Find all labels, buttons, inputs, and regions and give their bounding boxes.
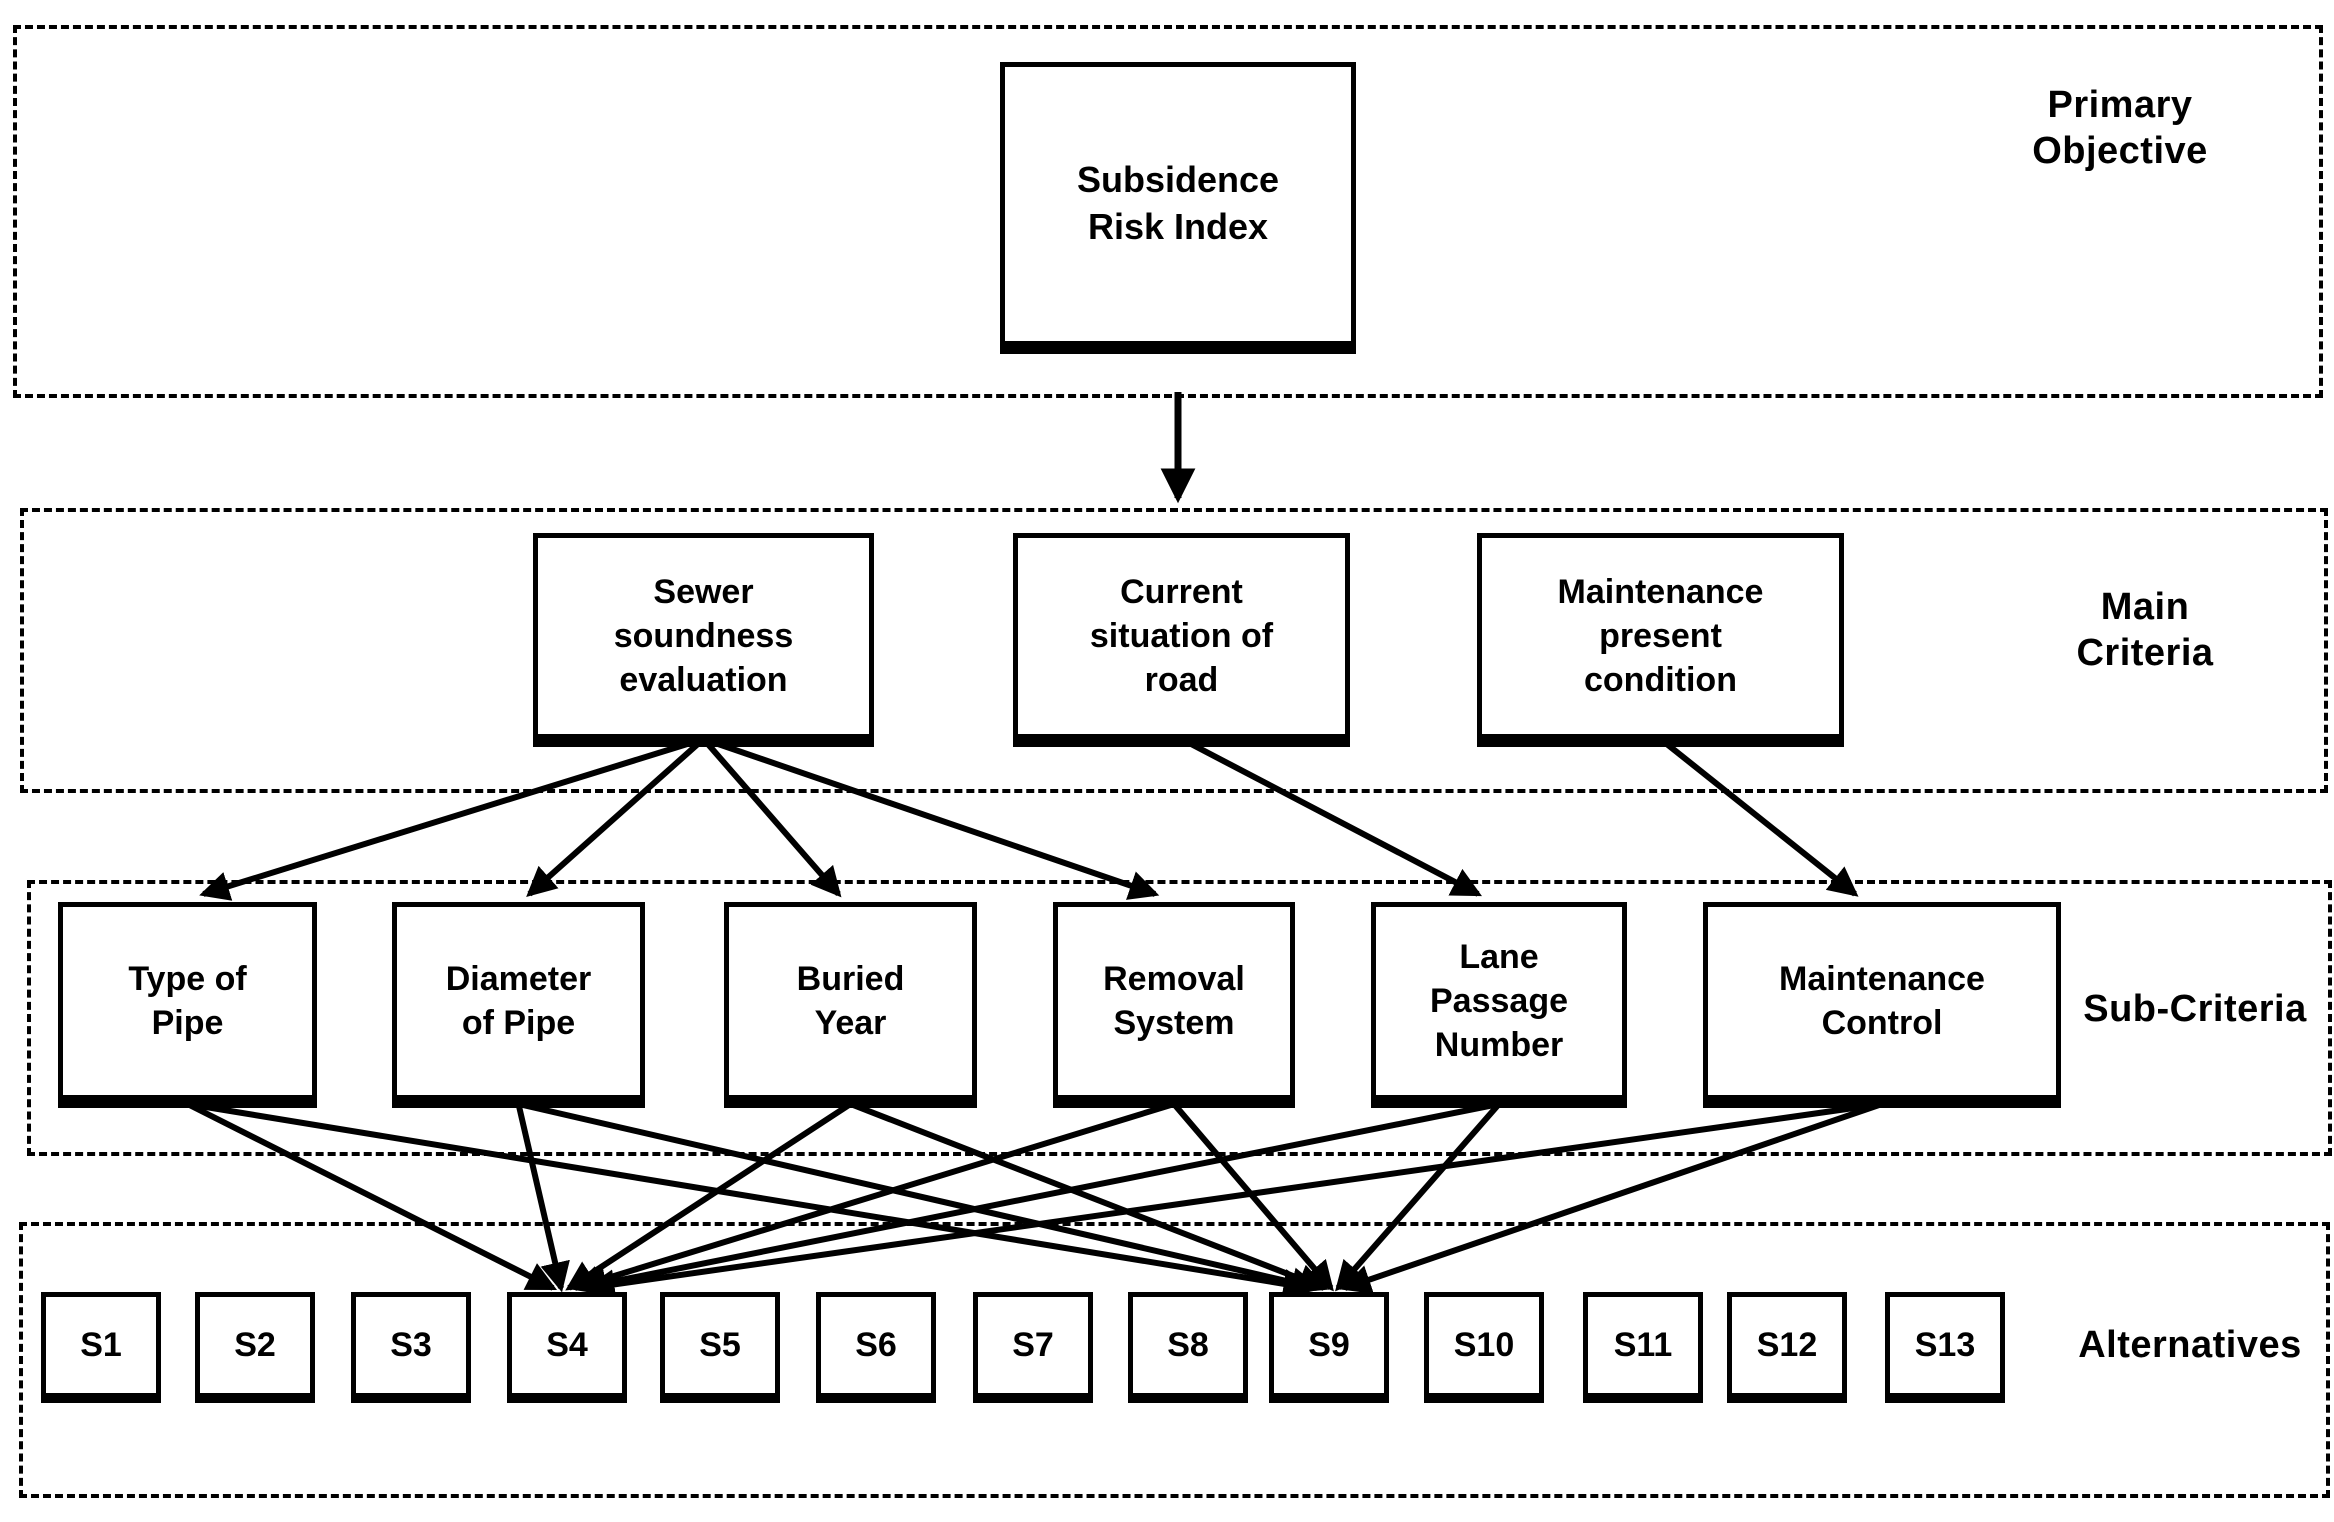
node-s6: S6	[816, 1292, 936, 1403]
node-s11: S11	[1583, 1292, 1703, 1403]
node-s9: S9	[1269, 1292, 1389, 1403]
node-s5: S5	[660, 1292, 780, 1403]
node-maintenance-control: Maintenance Control	[1703, 902, 2061, 1108]
node-lane-passage-number: Lane Passage Number	[1371, 902, 1627, 1108]
level-label-main-criteria: Main Criteria	[2076, 586, 2214, 675]
region-primary-objective	[13, 25, 2323, 398]
node-subsidence-risk-index: Subsidence Risk Index	[1000, 62, 1356, 354]
node-current-situation-of-road: Current situation of road	[1013, 533, 1350, 747]
node-s4: S4	[507, 1292, 627, 1403]
node-s8: S8	[1128, 1292, 1248, 1403]
node-type-of-pipe: Type of Pipe	[58, 902, 317, 1108]
node-s2: S2	[195, 1292, 315, 1403]
node-s12: S12	[1727, 1292, 1847, 1403]
region-main-criteria	[20, 508, 2328, 793]
node-s13: S13	[1885, 1292, 2005, 1403]
level-label-alternatives: Alternatives	[2078, 1324, 2302, 1366]
level-label-sub-criteria: Sub-Criteria	[2083, 988, 2307, 1030]
node-diameter-of-pipe: Diameter of Pipe	[392, 902, 645, 1108]
node-removal-system: Removal System	[1053, 902, 1295, 1108]
node-s3: S3	[351, 1292, 471, 1403]
node-s7: S7	[973, 1292, 1093, 1403]
level-label-primary-objective: Primary Objective	[2032, 84, 2208, 173]
node-s1: S1	[41, 1292, 161, 1403]
node-s10: S10	[1424, 1292, 1544, 1403]
node-maintenance-present-condition: Maintenance present condition	[1477, 533, 1844, 747]
node-buried-year: Buried Year	[724, 902, 977, 1108]
node-sewer-soundness-evaluation: Sewer soundness evaluation	[533, 533, 874, 747]
